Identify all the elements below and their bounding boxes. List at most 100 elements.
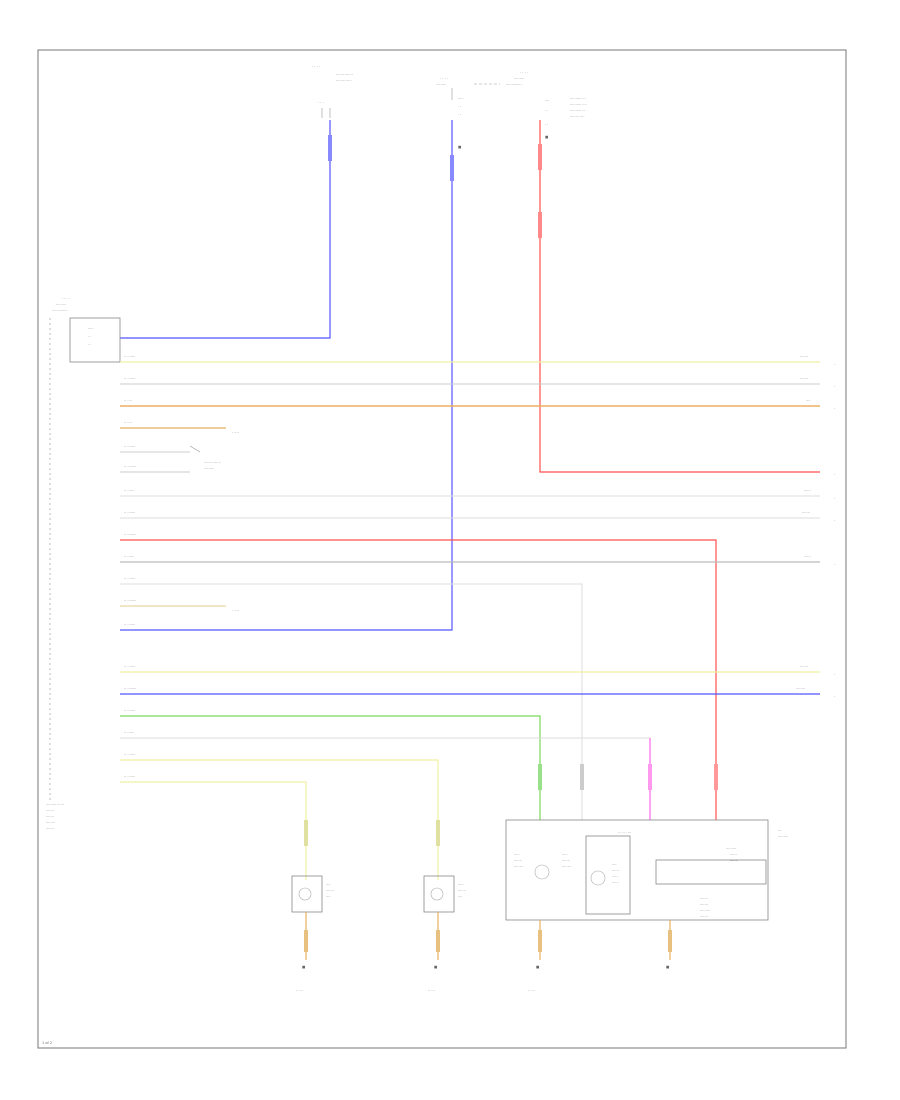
wire-gray-short-1: ·· ······· <box>120 445 201 453</box>
top-connector-left: · · · · ······· ······· ········ ····· ·… <box>312 65 353 118</box>
wire-green-1: ·· ······· <box>120 709 542 820</box>
svg-text:·······: ······· <box>458 889 466 893</box>
svg-text:·······: ······· <box>46 815 54 819</box>
svg-text:·: · <box>834 363 835 367</box>
svg-text:········· ······: ········· ······ <box>46 803 64 807</box>
svg-text:·· ········: ·· ········ <box>124 533 136 537</box>
svg-text:· · · ·: · · · · <box>440 77 448 81</box>
svg-text:■: ■ <box>458 145 461 149</box>
svg-text:· ·: · · <box>545 123 548 127</box>
svg-text:·······: ······· <box>800 377 808 381</box>
svg-text:········: ········ <box>46 821 55 825</box>
svg-text:·· ·······: ·· ······· <box>124 665 135 669</box>
svg-text:·······: ······· <box>800 665 808 669</box>
svg-text:·········: ········· <box>700 909 710 913</box>
svg-text:·· ·······: ·· ······· <box>124 511 135 515</box>
svg-text:······· ·······: ······· ······· <box>204 461 221 465</box>
lamp-left: ···· ······· ···· ■ ·· ··· <box>291 875 334 993</box>
svg-text:·······: ······· <box>326 889 334 893</box>
diagram-frame <box>37 49 847 1049</box>
svg-text:· ·: · · <box>88 343 91 347</box>
svg-text:·· ·······: ·· ······· <box>124 623 135 627</box>
svg-text:·· ···: ·· ··· <box>428 989 435 993</box>
svg-text:·· ······: ·· ······ <box>124 489 134 493</box>
svg-text:·· ········: ·· ········ <box>124 687 136 691</box>
wire-blue-2: ·· ········ ········ <box>120 687 820 695</box>
svg-text:·········· ···: ·········· ··· <box>570 97 586 101</box>
svg-text:·········: ········· <box>436 83 446 87</box>
svg-text:······· ·······: ······· ······· <box>336 73 353 77</box>
wire-orange-1: ·· ···· ···· <box>120 399 820 407</box>
top-connector-right: · · · · ········· ·············· ···· ··… <box>506 71 587 139</box>
svg-text:·: · <box>834 497 835 501</box>
wire-yellow-1: ·· ······· ······· <box>120 355 820 363</box>
wire-marker-gray-1 <box>580 764 584 790</box>
svg-text:·····: ····· <box>612 875 618 879</box>
svg-text:·······: ······· <box>700 897 708 901</box>
svg-text:· ····: · ···· <box>232 431 239 435</box>
svg-text:·······: ······· <box>730 859 738 863</box>
svg-text:· ····: · ···· <box>232 609 239 613</box>
svg-text:·: · <box>834 563 835 567</box>
wire-gray-4: ·· ······ ······ <box>120 555 820 563</box>
svg-text:·······: ······· <box>562 859 570 863</box>
svg-text:·········· ···: ·········· ··· <box>570 109 586 113</box>
svg-text:·· ·······: ·· ······· <box>124 377 135 381</box>
svg-text:·· ········: ·· ········ <box>124 599 136 603</box>
svg-text:···: ··· <box>778 829 781 833</box>
svg-text:·········: ········· <box>726 847 736 851</box>
svg-text:····: ···· <box>326 883 330 887</box>
svg-text:·: · <box>834 673 835 677</box>
svg-text:·· ···: ·· ··· <box>528 989 535 993</box>
wire-blue-top <box>120 120 332 339</box>
svg-text:·· ·······: ·· ······· <box>124 355 135 359</box>
control-module: · · · · ········· ·············· ····· ·… <box>46 297 121 831</box>
svg-text:······: ······ <box>804 489 811 493</box>
svg-text:· · ·: · · · <box>318 101 324 105</box>
wire-gray-2: ·· ······ ······ <box>120 489 820 497</box>
svg-text:·· ·······: ·· ······· <box>124 753 135 757</box>
right-edge-markers: · · · · · · · · · <box>834 363 835 699</box>
svg-text:·······: ······· <box>802 511 810 515</box>
svg-text:·· ········: ·· ········ <box>124 465 136 469</box>
svg-text:··············: ·············· <box>506 83 522 87</box>
wire-red-1: ·· ········ <box>120 533 717 820</box>
svg-text:·····: ····· <box>458 97 464 101</box>
svg-text:·: · <box>834 385 835 389</box>
svg-text:·· ·······: ·· ······· <box>124 577 135 581</box>
svg-text:·: · <box>834 519 835 523</box>
svg-text:■: ■ <box>666 965 669 969</box>
svg-text:·········· ····: ·········· ···· <box>570 103 587 107</box>
wire-gray-1: ·· ······· ······· <box>120 377 820 385</box>
wire-pink-1: ·· ······ <box>120 731 652 820</box>
svg-text:········ ·····: ········ ····· <box>336 79 352 83</box>
svg-text:·······: ······· <box>46 809 54 813</box>
svg-text:·······: ······· <box>700 915 708 919</box>
svg-text:········ ····: ········ ···· <box>570 115 584 119</box>
svg-text:·······: ······· <box>700 903 708 907</box>
svg-text:······: ······ <box>612 881 619 885</box>
svg-text:■: ■ <box>302 965 305 969</box>
wire-yellow-4: ·· ······· <box>120 775 308 880</box>
wire-gray-3: ·· ······· ······· <box>120 511 820 519</box>
svg-text:····: ···· <box>545 99 549 103</box>
svg-text:····: ···· <box>612 863 616 867</box>
svg-text:·: · <box>834 473 835 477</box>
top-connector-center: · · · · ········· ····· · · · · ■ <box>436 77 500 149</box>
svg-text:········: ········ <box>796 687 805 691</box>
svg-text:·····: ····· <box>562 853 568 857</box>
svg-text:·· ·······: ·· ······· <box>124 775 135 779</box>
svg-text:·········: ········· <box>204 467 214 471</box>
wire-blue-label: ·· ······· <box>124 623 135 627</box>
svg-text:■: ■ <box>536 965 539 969</box>
svg-text:·····: ····· <box>514 853 520 857</box>
svg-text:·· ····: ·· ···· <box>124 399 132 403</box>
svg-text:·: · <box>834 695 835 699</box>
svg-text:······: ······ <box>612 869 619 873</box>
lamp-center: ····· ······· ···· ■ ·· ··· <box>423 875 466 993</box>
svg-text:····: ···· <box>326 895 330 899</box>
svg-text:·· ·······: ·· ······· <box>124 709 135 713</box>
svg-text:· · · ·: · · · · <box>520 71 528 75</box>
svg-text:······: ······ <box>804 555 811 559</box>
